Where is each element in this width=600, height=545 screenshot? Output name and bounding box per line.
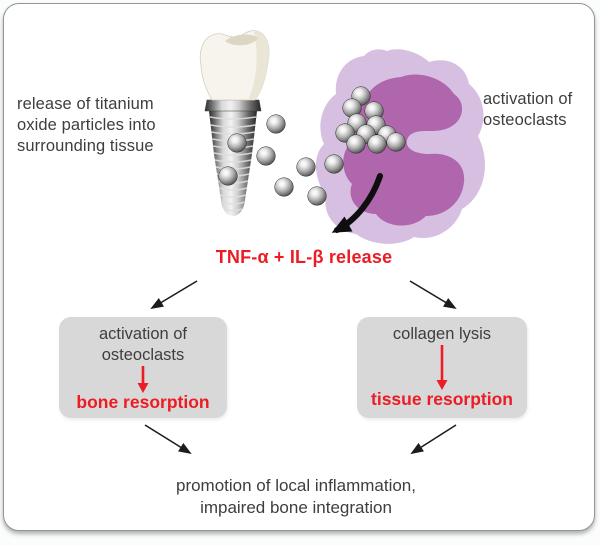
activation-label-line1: activation of — [483, 90, 573, 108]
bone-resorption-label: bone resorption — [76, 392, 210, 412]
activation-label-line2: osteoclasts — [483, 111, 567, 129]
titanium-particle-icon — [218, 114, 344, 206]
tissue-resorption-box: collagen lysis tissue resorption — [357, 317, 527, 418]
release-label-line3: surrounding tissue — [17, 137, 154, 155]
bone-resorption-box: activation of osteoclasts bone resorptio… — [59, 317, 227, 418]
bottom-label-line2: impaired bone integration — [200, 498, 392, 517]
osteoclast-cell-icon — [315, 49, 485, 244]
activation-of-osteoclasts-label: activation of osteoclasts — [483, 89, 572, 131]
left-box-title: activation of osteoclasts — [99, 324, 187, 366]
left-box-title-line2: osteoclasts — [101, 346, 185, 364]
dental-implant-icon — [199, 30, 270, 216]
left-box-title-line1: activation of — [98, 325, 188, 343]
bottom-label-line1: promotion of local inflammation, — [175, 476, 416, 495]
release-of-titanium-label: release of titanium oxide particles into… — [17, 94, 156, 157]
release-label-line1: release of titanium — [17, 95, 154, 113]
red-down-arrow-icon — [436, 345, 448, 390]
diagram-card: release of titanium oxide particles into… — [3, 3, 595, 531]
diagram-illustration — [144, 30, 485, 455]
titanium-particle-cluster-icon — [335, 86, 406, 154]
red-down-arrow-icon — [137, 366, 149, 393]
right-box-title: collagen lysis — [393, 324, 491, 345]
curved-black-arrow-icon — [331, 173, 383, 233]
tissue-resorption-label: tissue resorption — [371, 389, 513, 409]
release-label-line2: oxide particles into — [17, 116, 156, 134]
right-box-title-line1: collagen lysis — [392, 325, 492, 343]
promotion-inflammation-label: promotion of local inflammation, impaire… — [4, 475, 588, 519]
tnf-il-release-label: TNF-α + IL-β release — [215, 247, 393, 267]
